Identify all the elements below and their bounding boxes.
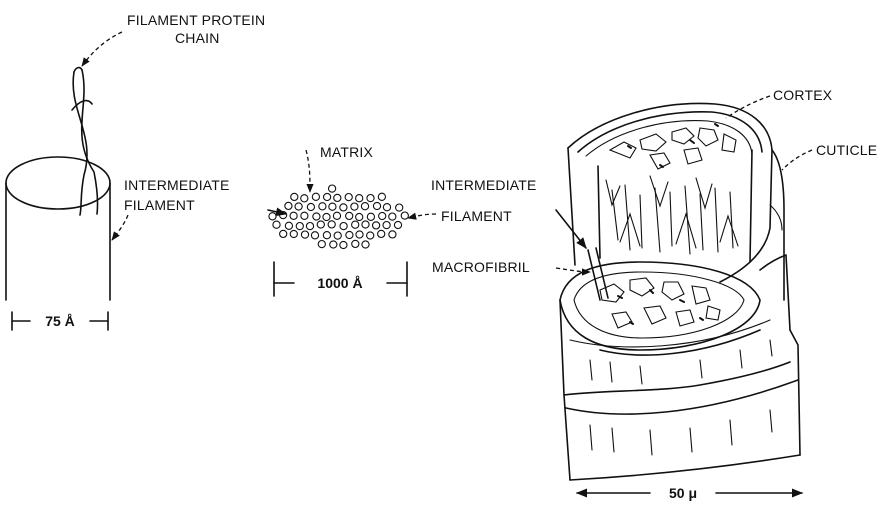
filament-circle — [333, 212, 340, 219]
filament-circle — [317, 221, 324, 228]
filament-circle — [313, 213, 320, 220]
matrix-label-group: MATRIX — [306, 144, 374, 192]
filament-circle — [352, 240, 359, 247]
intermediate-filament-left-label-line1: INTERMEDIATE — [124, 177, 230, 193]
filament-circle — [340, 241, 347, 248]
filament-circle — [318, 241, 325, 248]
cortex-label: CORTEX — [773, 87, 833, 103]
filament-circle — [379, 212, 386, 219]
filament-circle — [378, 193, 385, 200]
filament-circle — [340, 223, 347, 230]
filament-diameter-value: 75 Å — [45, 313, 75, 329]
cuticle-label: CUTICLE — [816, 142, 877, 158]
cuticle-label-group: CUTICLE — [782, 142, 877, 170]
filament-circle — [269, 213, 276, 220]
filament-circle — [306, 223, 313, 230]
filament-circle — [290, 230, 297, 237]
filament-circle — [301, 231, 308, 238]
filament-circle — [290, 212, 297, 219]
filament-circle — [323, 213, 330, 220]
filament-circle — [362, 241, 369, 248]
filament-circle — [330, 241, 337, 248]
filament-circle — [312, 193, 319, 200]
filament-circle — [319, 203, 326, 210]
filament-circle — [307, 203, 314, 210]
filament-circle — [394, 221, 401, 228]
intermediate-filament-left-label-group: INTERMEDIATE FILAMENT — [112, 177, 230, 240]
filament-circle — [301, 212, 308, 219]
filament-circle — [356, 213, 363, 220]
filament-circle — [389, 213, 396, 220]
filament-circle — [383, 222, 390, 229]
filament-protein-chain-label-line2: CHAIN — [175, 30, 220, 46]
filament-circle — [285, 222, 292, 229]
fiber-width-dimension: 50 μ — [577, 485, 802, 501]
intermediate-filament-cylinder — [6, 68, 110, 300]
fiber-width-value: 50 μ — [669, 485, 697, 501]
hair-fiber-cutaway — [560, 103, 800, 480]
filament-circle — [361, 203, 368, 210]
filament-circle — [378, 230, 385, 237]
filament-circle — [367, 232, 374, 239]
filament-circle — [273, 221, 280, 228]
cortex-label-group: CORTEX — [726, 87, 833, 118]
intermediate-filament-middle-label-line1: INTERMEDIATE — [431, 177, 537, 193]
filament-circle — [311, 232, 318, 239]
macrofibril-width-value: 1000 Å — [317, 275, 362, 291]
intermediate-filament-left-label-line2: FILAMENT — [124, 197, 195, 213]
filament-circle — [401, 212, 408, 219]
intermediate-filament-middle-label-line2: FILAMENT — [441, 208, 512, 224]
filament-circle — [324, 193, 331, 200]
macrofibril-label: MACROFIBRIL — [432, 259, 530, 275]
filament-circle — [285, 202, 292, 209]
filament-circle — [396, 204, 403, 211]
filament-circle — [367, 213, 374, 220]
intermediate-filament-middle-label-group: INTERMEDIATE FILAMENT — [408, 177, 537, 224]
filament-circle — [356, 195, 363, 202]
matrix-label: MATRIX — [320, 144, 374, 160]
filament-circle — [373, 222, 380, 229]
filament-protein-chain-label-group: FILAMENT PROTEIN CHAIN — [82, 12, 265, 66]
filament-circle — [340, 204, 347, 211]
macrofibril-label-group: MACROFIBRIL — [432, 259, 590, 275]
filament-circle — [301, 195, 308, 202]
filament-circle — [352, 221, 359, 228]
filament-circle — [362, 221, 369, 228]
filament-circle — [334, 194, 341, 201]
filament-circle — [296, 223, 303, 230]
filament-circle — [373, 202, 380, 209]
filament-circle — [345, 194, 352, 201]
filament-circle — [329, 203, 336, 210]
filament-circle — [346, 231, 353, 238]
filament-circle — [323, 232, 330, 239]
filament-circle — [280, 230, 287, 237]
filament-circle — [346, 212, 353, 219]
filament-circle — [334, 232, 341, 239]
filament-circle — [367, 195, 374, 202]
macrofibril-cross-section — [269, 185, 409, 249]
filament-circle — [351, 203, 358, 210]
filament-circle — [383, 204, 390, 211]
filament-circle — [356, 231, 363, 238]
intermediate-filament-pointer-right — [556, 210, 586, 248]
filament-circle — [295, 203, 302, 210]
filament-circle — [329, 185, 336, 192]
filament-circle — [389, 231, 396, 238]
macrofibril-width-dimension: 1000 Å — [274, 262, 407, 296]
filament-protein-chain-label-line1: FILAMENT PROTEIN — [127, 12, 265, 28]
filament-circle — [291, 193, 298, 200]
filament-diameter-dimension: 75 Å — [12, 312, 108, 330]
filament-circle — [328, 221, 335, 228]
